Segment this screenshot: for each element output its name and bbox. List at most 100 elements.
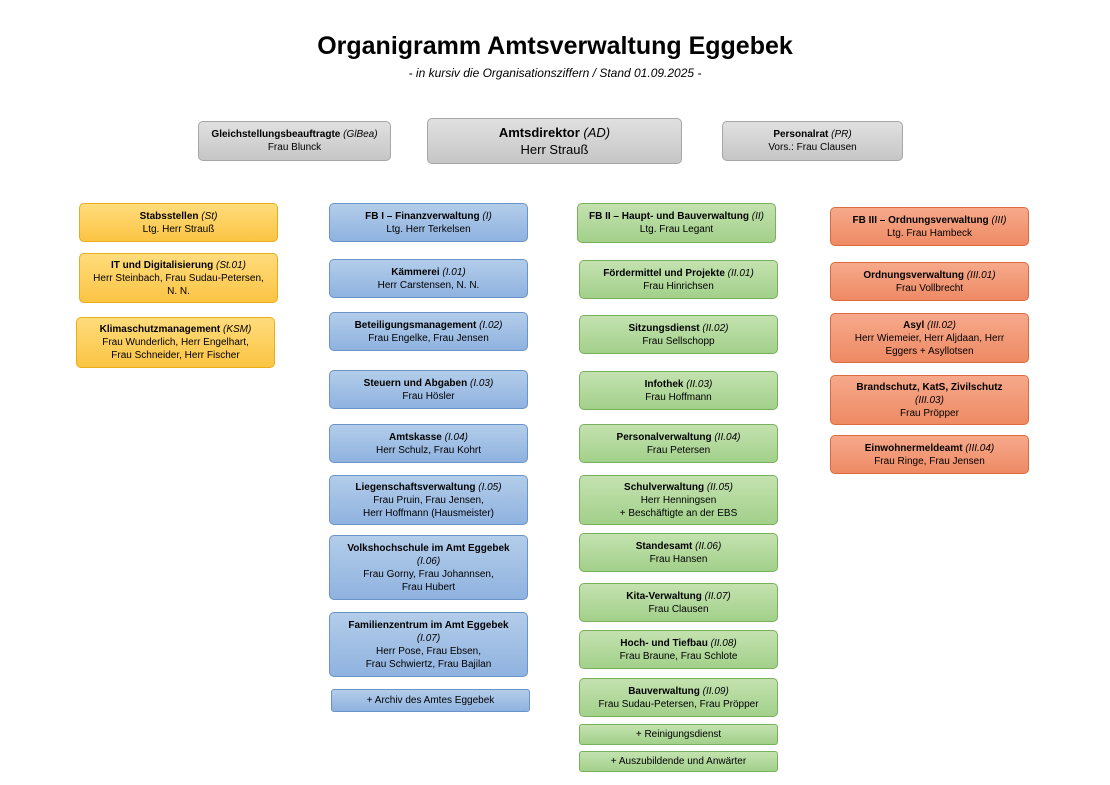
box-beteiligungsmanagement: Beteiligungsmanagement (I.02) Frau Engel…: [329, 312, 528, 351]
box-code: (I): [482, 210, 492, 222]
box-name: Ordnungsverwaltung: [863, 269, 964, 281]
box-code: (I.02): [479, 319, 503, 331]
box-staff: Frau Hösler: [402, 390, 455, 402]
box-personalverwaltung: Personalverwaltung (II.04) Frau Petersen: [579, 424, 778, 463]
box-note: + Archiv des Amtes Eggebek: [366, 695, 495, 706]
page-title: Organigramm Amtsverwaltung Eggebek: [317, 32, 793, 60]
box-staff: Ltg. Frau Hambeck: [886, 227, 973, 239]
box-code: (PR): [831, 129, 852, 140]
box-liegenschaftsverwaltung: Liegenschaftsverwaltung (I.05) Frau Prui…: [329, 475, 528, 525]
box-staff: Herr Wiemeier, Herr Aljdaan, Herr: [854, 332, 1005, 344]
box-name: Steuern und Abgaben: [363, 377, 468, 389]
box-name: Familienzentrum im Amt Eggebek: [348, 619, 509, 631]
box-staff: Frau Gorny, Frau Johannsen,: [363, 568, 494, 580]
box-name: Brandschutz, KatS, Zivilschutz: [856, 381, 1003, 393]
box-staff: Frau Sellschopp: [642, 335, 715, 347]
box-staff: Frau Blunck: [267, 142, 322, 153]
box-stabsstellen: Stabsstellen (St) Ltg. Herr Strauß: [79, 203, 278, 242]
box-code: (GlBea): [343, 129, 378, 140]
box-code: (I.05): [478, 481, 502, 493]
box-code: (III.03): [915, 394, 944, 406]
box-auszubildende: + Auszubildende und Anwärter: [579, 751, 778, 772]
box-name: Klimaschutzmanagement: [99, 324, 221, 335]
box-amtskasse: Amtskasse (I.04) Herr Schulz, Frau Kohrt: [329, 424, 528, 463]
box-code: (II): [751, 211, 764, 222]
box-personalrat: Personalrat (PR) Vors.: Frau Clausen: [722, 121, 903, 161]
box-name: FB I – Finanzverwaltung: [365, 210, 480, 222]
box-name: Amtsdirektor: [498, 125, 580, 140]
box-steuern-abgaben: Steuern und Abgaben (I.03) Frau Hösler: [329, 370, 528, 409]
box-staff: Frau Clausen: [648, 603, 709, 615]
box-code: (II.08): [710, 637, 737, 649]
box-staff: Herr Strauß: [520, 142, 589, 157]
box-code: (I.06): [416, 555, 441, 567]
box-code: (II.07): [704, 590, 731, 602]
box-bauverwaltung: Bauverwaltung (II.09) Frau Sudau-Peterse…: [579, 678, 778, 717]
box-name: Personalrat: [773, 129, 829, 140]
box-staff: Frau Hoffmann: [645, 391, 712, 403]
box-name: FB III – Ordnungsverwaltung: [852, 214, 989, 226]
box-amtsdirektor: Amtsdirektor (AD) Herr Strauß: [427, 118, 682, 164]
box-sitzungsdienst: Sitzungsdienst (II.02) Frau Sellschopp: [579, 315, 778, 354]
box-name: Gleichstellungsbeauftragte: [211, 129, 341, 140]
box-code: (II.05): [706, 481, 733, 493]
box-archiv: + Archiv des Amtes Eggebek: [331, 689, 530, 712]
box-code: (II.02): [702, 322, 729, 334]
box-asyl: Asyl (III.02) Herr Wiemeier, Herr Aljdaa…: [830, 313, 1029, 363]
box-staff: Frau Braune, Frau Schlote: [619, 650, 738, 662]
box-staff: Frau Pruin, Frau Jensen,: [373, 494, 484, 506]
box-staff: Frau Hinrichsen: [643, 280, 714, 292]
box-name: Einwohnermeldeamt: [864, 442, 963, 454]
box-staff: Frau Vollbrecht: [895, 282, 964, 294]
box-name: Sitzungsdienst: [628, 322, 700, 334]
box-staff: Ltg. Herr Terkelsen: [386, 223, 471, 235]
box-name: FB II – Haupt- und Bauverwaltung: [588, 211, 749, 222]
box-name: Personalverwaltung: [616, 431, 712, 443]
box-name: Kita-Verwaltung: [626, 590, 702, 602]
box-name: IT und Digitalisierung: [110, 259, 214, 271]
box-staff: Herr Carstensen, N. N.: [377, 279, 480, 291]
box-fb2-haupt-bauverwaltung: FB II – Haupt- und Bauverwaltung (II) Lt…: [577, 203, 776, 243]
box-einwohnermeldeamt: Einwohnermeldeamt (III.04) Frau Ringe, F…: [830, 435, 1029, 474]
box-name: Schulverwaltung: [624, 481, 705, 493]
box-staff: Eggers + Asyllotsen: [885, 345, 974, 357]
box-code: (II.09): [702, 685, 729, 697]
box-code: (St): [201, 210, 218, 222]
box-staff: Frau Hansen: [649, 553, 708, 565]
box-volkshochschule: Volkshochschule im Amt Eggebek (I.06) Fr…: [329, 535, 528, 600]
box-staff: Herr Steinbach, Frau Sudau-Petersen,: [93, 272, 264, 284]
box-brandschutz: Brandschutz, KatS, Zivilschutz (III.03) …: [830, 375, 1029, 425]
box-name: Standesamt: [635, 540, 693, 552]
box-code: (III): [991, 214, 1007, 226]
box-code: (KSM): [223, 324, 252, 335]
box-staff: Herr Henningsen: [640, 494, 717, 506]
box-note: + Reinigungsdienst: [635, 729, 722, 740]
box-code: (I.01): [442, 266, 466, 278]
box-reinigungsdienst: + Reinigungsdienst: [579, 724, 778, 745]
box-foerdermittel: Fördermittel und Projekte (II.01) Frau H…: [579, 260, 778, 299]
box-name: Stabsstellen: [139, 210, 199, 222]
box-staff: Frau Sudau-Petersen, Frau Pröpper: [598, 698, 759, 710]
box-code: (II.03): [686, 378, 713, 390]
box-standesamt: Standesamt (II.06) Frau Hansen: [579, 533, 778, 572]
box-code: (III.04): [965, 442, 995, 454]
box-fb3-ordnungsverwaltung: FB III – Ordnungsverwaltung (III) Ltg. F…: [830, 207, 1029, 246]
box-staff: Vors.: Frau Clausen: [768, 142, 857, 153]
box-name: Liegenschaftsverwaltung: [355, 481, 476, 493]
box-staff: Frau Wunderlich, Herr Engelhart,: [102, 337, 249, 348]
box-name: Amtskasse: [389, 431, 442, 443]
box-staff: Ltg. Herr Strauß: [142, 223, 215, 235]
box-infothek: Infothek (II.03) Frau Hoffmann: [579, 371, 778, 410]
box-schulverwaltung: Schulverwaltung (II.05) Herr Henningsen …: [579, 475, 778, 525]
box-staff: Frau Pröpper: [900, 407, 959, 419]
box-staff: Frau Ringe, Frau Jensen: [874, 455, 985, 467]
box-code: (II.01): [727, 267, 754, 279]
box-gleichstellungsbeauftragte: Gleichstellungsbeauftragte (GlBea) Frau …: [198, 121, 391, 161]
box-code: (St.01): [216, 259, 247, 271]
box-name: Beteiligungsmanagement: [354, 319, 477, 331]
box-name: Kämmerei: [391, 266, 440, 278]
box-staff: Herr Pose, Frau Ebsen,: [375, 645, 482, 657]
box-staff: Frau Hubert: [401, 581, 456, 593]
box-code: (III.02): [927, 319, 956, 331]
box-klimaschutzmanagement: Klimaschutzmanagement (KSM) Frau Wunderl…: [76, 317, 275, 368]
